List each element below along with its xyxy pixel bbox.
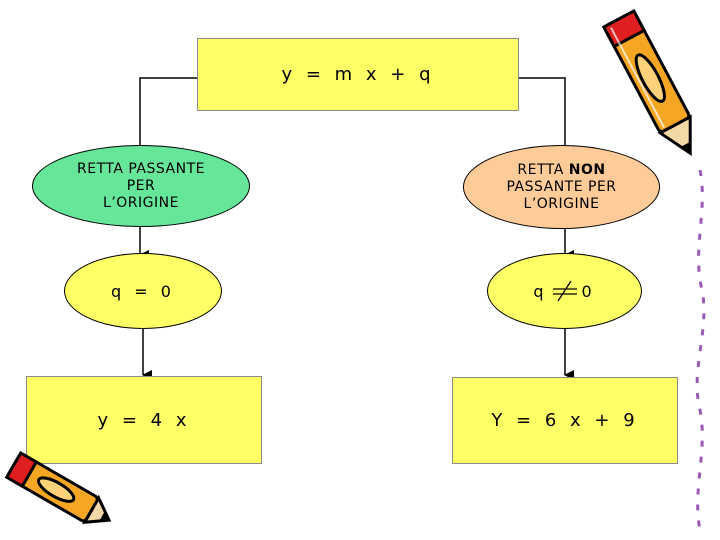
general-equation: y = m x + q — [281, 64, 435, 85]
non-origin-title-line-1: RETTA NON — [517, 162, 605, 179]
non-origin-line-ellipse: RETTA NON PASSANTE PER L’ORIGINE — [463, 145, 660, 229]
non-origin-title-line-3: L’ORIGINE — [523, 195, 600, 212]
dashed-border-decoration — [695, 170, 706, 530]
connector-top-right — [518, 77, 574, 155]
non-origin-title-prefix: RETTA — [517, 161, 569, 178]
example-origin-box: y = 4 x — [26, 376, 262, 464]
q-not-zero-right: 0 — [581, 281, 596, 301]
q-not-zero: q 0 — [533, 279, 595, 303]
origin-title-line-2: PER — [126, 177, 156, 194]
pencil-icon-top-right — [601, 9, 692, 157]
origin-line-ellipse: RETTA PASSANTE PER L’ORIGINE — [32, 145, 250, 227]
connector-top-left — [139, 77, 197, 155]
q-not-zero-ellipse: q 0 — [487, 253, 642, 329]
non-origin-title-not: NON — [568, 161, 606, 178]
general-equation-box: y = m x + q — [197, 38, 519, 111]
origin-title-line-1: RETTA PASSANTE — [77, 160, 205, 177]
q-equals-zero: q = 0 — [111, 281, 175, 301]
pencil-icon-bottom-left — [4, 450, 112, 525]
example-non-origin-equation: Y = 6 x + 9 — [491, 410, 639, 431]
not-equal-icon — [553, 280, 578, 302]
example-non-origin-box: Y = 6 x + 9 — [452, 377, 678, 464]
non-origin-title-line-2: PASSANTE PER — [506, 178, 617, 195]
q-equals-zero-ellipse: q = 0 — [64, 253, 222, 329]
example-origin-equation: y = 4 x — [97, 409, 191, 431]
q-not-zero-left: q — [533, 281, 548, 301]
origin-title-line-3: L’ORIGINE — [103, 194, 179, 211]
